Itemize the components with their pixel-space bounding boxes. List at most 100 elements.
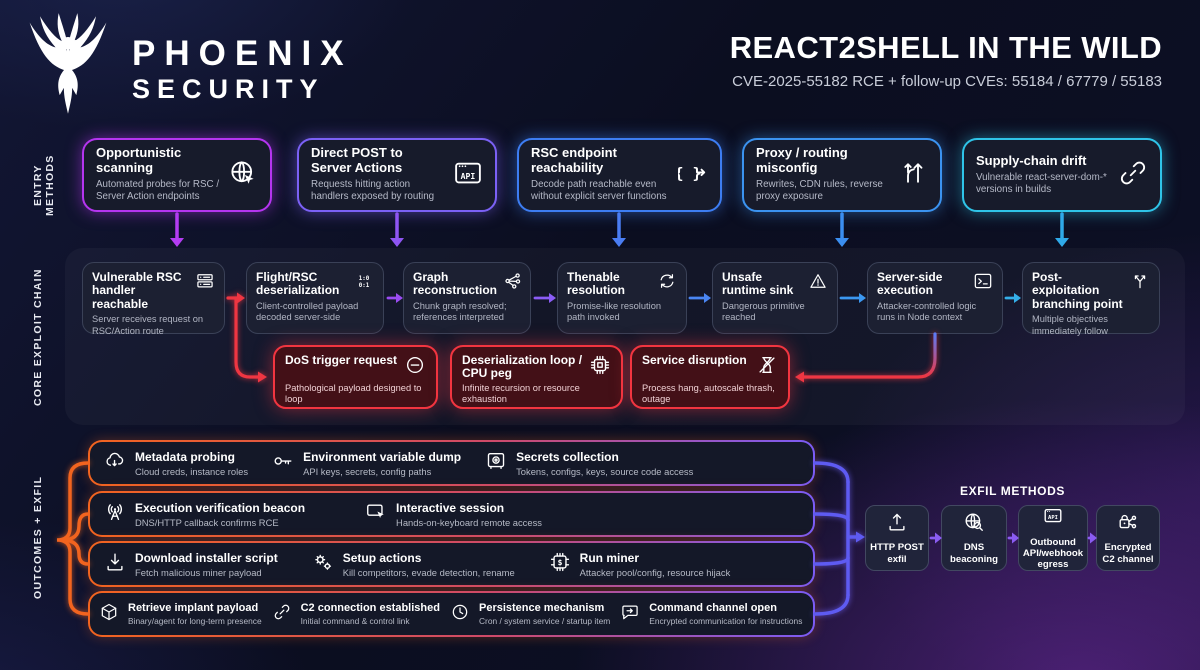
chain-link-icon (1118, 158, 1148, 193)
core-card-title: Vulnerable RSC handler reachable (92, 270, 182, 311)
key-icon (272, 450, 294, 477)
api-window-icon: API (1042, 506, 1064, 533)
entry-card-title: Direct POST to Server Actions (311, 145, 403, 176)
section-label-outcomes-exfil: OUTCOMES + EXFIL (32, 475, 44, 599)
outcome-desc: Attacker pool/config, resource hijack (579, 566, 731, 578)
beacon-antenna-icon (104, 501, 126, 528)
cursor-screen-icon (365, 501, 387, 528)
core-card-post-exploitation: Post-exploitation branching point Multip… (1022, 262, 1160, 336)
dos-card-cpu-peg: Deserialization loop / CPU peg Infinite … (450, 345, 623, 409)
core-card-server-side-execution: Server-side execution Attacker-controlle… (867, 262, 1003, 334)
brand-name: PHOENIX SECURITY (132, 34, 353, 105)
dos-card-trigger-request: DoS trigger request Pathological payload… (273, 345, 438, 409)
dos-card-service-disruption: Service disruption Process hang, autosca… (630, 345, 790, 409)
core-card-desc: Chunk graph resolved; references interpr… (413, 300, 507, 323)
outcome-desc: API keys, secrets, config paths (303, 465, 432, 477)
dos-card-title: Service disruption (642, 353, 747, 367)
globe-cursor-icon (228, 158, 258, 193)
chat-arrow-icon (620, 602, 640, 627)
entry-card-rsc-endpoint: RSC endpoint reachability Decode path re… (517, 138, 722, 212)
globe-search-icon (963, 511, 985, 538)
exfil-outbound-api: API Outbound API/webhook egress (1018, 505, 1088, 571)
dos-card-desc: Infinite recursion or resource exhaustio… (462, 383, 580, 405)
package-cube-icon (99, 602, 119, 627)
entry-card-opportunistic-scanning: Opportunistic scanning Automated probes … (82, 138, 272, 212)
dos-card-title: DoS trigger request (285, 353, 398, 367)
branch-arrows-icon (1130, 271, 1150, 296)
entry-card-title: Opportunistic scanning (96, 145, 182, 176)
gears-icon (312, 551, 334, 578)
core-card-title: Unsafe runtime sink (722, 270, 794, 298)
outcome-desc: Cloud creds, instance roles (135, 465, 249, 477)
outcome-title: Execution verification beacon (135, 500, 306, 515)
core-card-thenable-resolution: Thenable resolution Promise-like resolut… (557, 262, 687, 334)
section-label-entry-methods: ENTRY METHODS (32, 154, 56, 216)
outcome-desc: Binary/agent for long-term presence (128, 616, 262, 626)
outcome-desc: Encrypted communication for instructions (649, 616, 803, 626)
core-card-title: Flight/RSC deserialization (256, 270, 340, 298)
brand-line1: PHOENIX (132, 34, 353, 73)
entry-card-title: RSC endpoint reachability (531, 145, 617, 176)
refresh-cycle-icon (657, 271, 677, 296)
download-tray-icon (104, 551, 126, 578)
svg-text:$: $ (557, 557, 562, 567)
core-card-desc: Server receives request on RSC/Action ro… (92, 314, 204, 336)
clock-icon (450, 602, 470, 627)
entry-card-desc: Automated probes for RSC / Server Action… (96, 179, 220, 203)
outcome-title: Metadata probing (135, 449, 236, 464)
exfil-label-text: Outbound API/webhook egress (1022, 536, 1084, 571)
core-card-title: Graph reconstruction (413, 270, 498, 298)
svg-text:API: API (1048, 515, 1058, 521)
exfil-label-text: DNS beaconing (950, 542, 998, 565)
entry-card-desc: Rewrites, CDN rules, reverse proxy expos… (756, 179, 883, 203)
outcome-desc: Cron / system service / startup item (478, 616, 611, 626)
outcome-title: Persistence mechanism (478, 602, 605, 614)
entry-card-desc: Vulnerable react-server-dom-* versions i… (976, 171, 1107, 195)
outcome-desc: DNS/HTTP callback confirms RCE (135, 516, 279, 528)
outcome-title: Environment variable dump (303, 449, 462, 464)
dos-card-desc: Pathological payload designed to loop (285, 383, 422, 405)
brand-line2: SECURITY (132, 74, 325, 105)
warning-triangle-icon (808, 271, 828, 296)
outcome-title: Command channel open (649, 602, 777, 614)
page-title: REACT2SHELL IN THE WILD (729, 30, 1162, 65)
exfil-encrypted-c2: Encrypted C2 channel (1096, 505, 1160, 571)
page-subtitle: CVE-2025-55182 RCE + follow-up CVEs: 551… (732, 73, 1162, 90)
core-card-title: Thenable resolution (567, 270, 626, 298)
cloud-download-icon (104, 450, 126, 477)
api-window-icon: API (453, 158, 483, 193)
route-arrows-icon (898, 158, 928, 193)
core-card-desc: Client-controlled payload decoded server… (256, 300, 359, 323)
core-card-title: Server-side execution (877, 270, 943, 298)
link-icon (272, 602, 292, 627)
graph-nodes-icon (503, 271, 523, 296)
exfil-http-post: HTTP POST exfil (865, 505, 929, 571)
braces-arrow-icon: { } (674, 158, 708, 193)
outcome-desc: Kill competitors, evade detection, renam… (342, 566, 515, 578)
core-card-desc: Attacker-controlled logic runs in Node c… (877, 300, 977, 323)
entry-card-title: Supply-chain drift (976, 152, 1087, 168)
svg-text:1:0: 1:0 (359, 276, 370, 282)
entry-card-title: Proxy / routing misconfig (756, 145, 848, 176)
core-card-unsafe-runtime-sink: Unsafe runtime sink Dangerous primitive … (712, 262, 838, 334)
outcome-title: C2 connection established (300, 602, 440, 614)
core-card-vulnerable-handler: Vulnerable RSC handler reachable Server … (82, 262, 225, 336)
terminal-icon (973, 271, 993, 296)
outcome-title: Run miner (579, 550, 640, 565)
outcome-title: Setup actions (342, 550, 422, 565)
core-card-desc: Multiple objectives immediately follow (1032, 314, 1108, 336)
upload-tray-icon (886, 511, 908, 538)
exfil-dns-beaconing: DNS beaconing (941, 505, 1007, 571)
lock-network-icon (1117, 511, 1139, 538)
